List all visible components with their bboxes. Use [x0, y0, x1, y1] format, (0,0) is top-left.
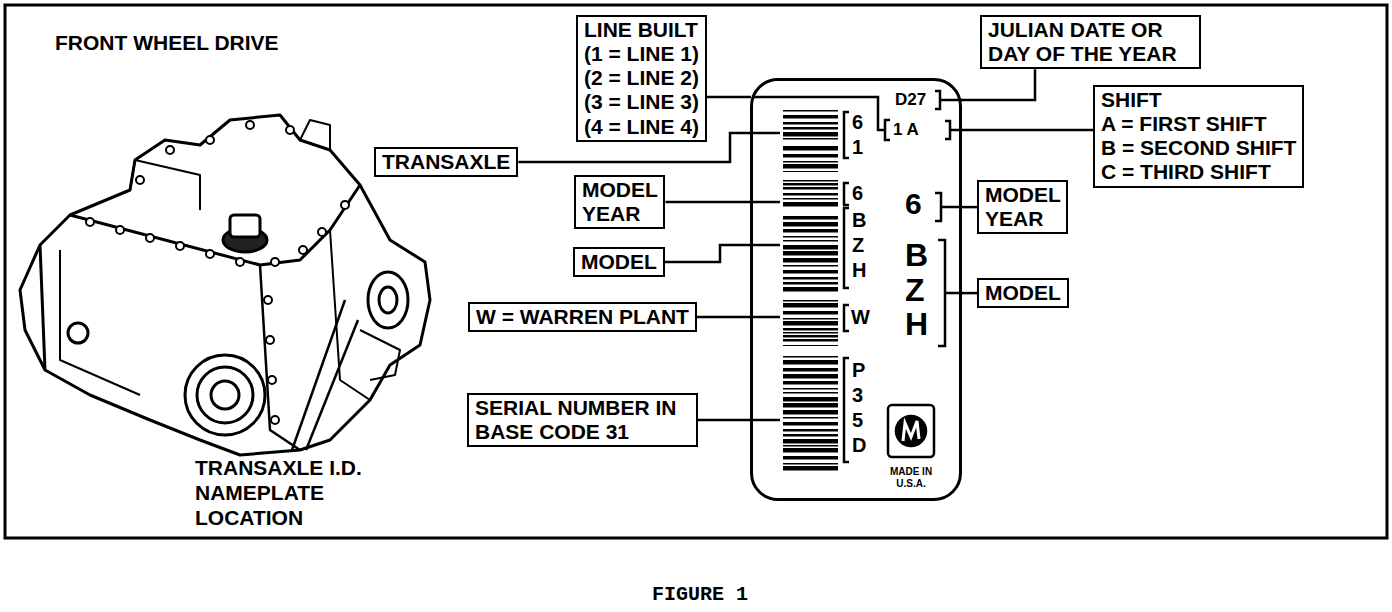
box-text: (3 = LINE 3): [584, 90, 699, 114]
box-text: TRANSAXLE: [382, 150, 510, 174]
leader-connector: [961, 292, 977, 295]
figure-caption: FIGURE 1: [652, 583, 748, 607]
plate-code: 6: [852, 182, 863, 205]
plate-code: D27: [895, 90, 926, 110]
label-box: MODEL YEAR: [977, 180, 1068, 234]
box-text: (2 = LINE 2): [584, 66, 699, 90]
plate-code: MADE IN U.S.A.: [884, 466, 938, 489]
location-leader: [292, 300, 358, 450]
box-text: MODEL: [985, 281, 1061, 305]
leader-connector: [666, 201, 752, 204]
transaxle-illustration: [20, 115, 430, 455]
box-text: SERIAL NUMBER IN BASE CODE 31: [475, 396, 690, 444]
leader-connector: [961, 129, 1093, 132]
plate-code: 6 1: [852, 110, 867, 160]
figure-title: FRONT WHEEL DRIVE: [55, 30, 279, 55]
logo-badge: [888, 405, 934, 457]
label-box: MODEL: [573, 247, 665, 277]
plate-code: 1 A: [893, 120, 919, 140]
box-text: (4 = LINE 4): [584, 115, 699, 139]
figure-frame: [5, 5, 1387, 538]
barcode: [783, 110, 838, 471]
box-text: MODEL YEAR: [985, 183, 1060, 231]
label-box: LINE BUILT(1 = LINE 1)(2 = LINE 2)(3 = L…: [576, 15, 707, 142]
box-text: C = THIRD SHIFT: [1101, 160, 1296, 184]
leader-connector: [697, 316, 751, 319]
label-box: MODEL YEAR: [574, 175, 665, 229]
box-text: W = WARREN PLANT: [476, 305, 689, 329]
box-text: LINE BUILT: [584, 18, 699, 42]
box-text: (1 = LINE 1): [584, 42, 699, 66]
plate-code: W: [851, 306, 870, 329]
box-text: MODEL: [581, 250, 657, 274]
label-box: MODEL: [977, 278, 1069, 308]
box-text: JULIAN DATE OR DAY OF THE YEAR: [988, 18, 1193, 66]
label-box: W = WARREN PLANT: [468, 302, 697, 332]
label-box: SHIFTA = FIRST SHIFTB = SECOND SHIFTC = …: [1093, 85, 1304, 188]
plate-code: P 3 5 D: [852, 358, 867, 458]
label-box: TRANSAXLE: [374, 147, 518, 177]
leader-connector: [961, 206, 977, 209]
box-text: SHIFT: [1101, 88, 1296, 112]
plate-code: B Z H: [905, 238, 929, 342]
label-box: SERIAL NUMBER IN BASE CODE 31: [467, 393, 698, 447]
box-text: B = SECOND SHIFT: [1101, 136, 1296, 160]
id-nameplate: D27 1 A 6 1 6 B Z H W P 3 5 D 6 B Z H MADE IN U.S…: [750, 78, 962, 501]
plate-code: 6: [905, 187, 922, 221]
bolt-row: [86, 121, 349, 424]
leader-connector: [665, 245, 751, 262]
plate-brackets: [750, 91, 962, 462]
box-text: MODEL YEAR: [582, 178, 657, 226]
leader-connector: [961, 69, 1035, 100]
location-label: TRANSAXLE I.D. NAMEPLATE LOCATION: [195, 455, 385, 531]
leader-connector: [698, 419, 751, 422]
leader-connector: [707, 96, 751, 99]
box-text: A = FIRST SHIFT: [1101, 112, 1296, 136]
plate-code: B Z H: [852, 208, 867, 283]
label-box: JULIAN DATE OR DAY OF THE YEAR: [980, 15, 1201, 69]
